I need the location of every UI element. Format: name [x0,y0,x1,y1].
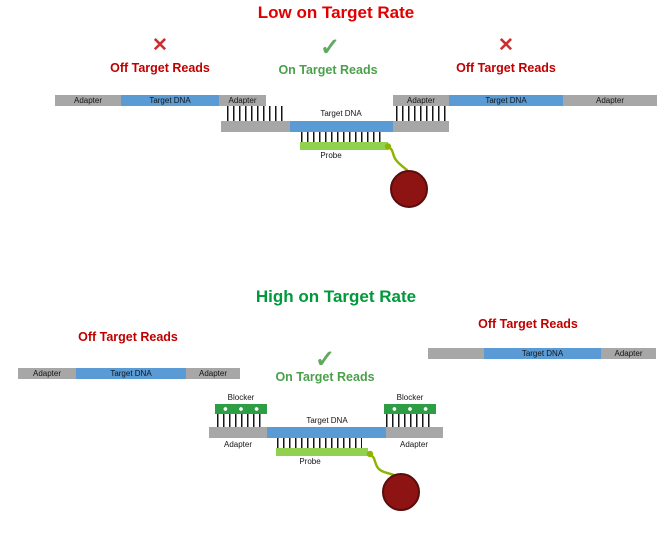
probe-bar [276,448,368,456]
blocker-bar-right [384,404,436,414]
bar-segment-adapter: Adapter [18,368,76,379]
bar-segment-adapter: Adapter [393,95,449,106]
check-icon-low: ✓ [319,34,341,61]
blocker-label-right: Blocker [396,393,424,402]
bar-segment-adapter: Adapter [601,348,656,359]
hybridization-comb-left [217,414,265,427]
bar-segment-target: Target DNA [121,95,219,106]
biotin-linker-icon [384,143,409,172]
bar-segment-adapter [428,348,484,359]
streptavidin-bead-icon [382,473,420,511]
section-title-high: High on Target Rate [255,287,417,306]
bar-segment-adapter: Adapter [55,95,121,106]
on-target-reads-label-high: On Target Reads [275,370,375,384]
dna-fragment-high-right: Target DNA Adapter [428,348,656,359]
bar-segment-target [267,427,386,438]
section-title-low: Low on Target Rate [257,3,415,22]
target-dna-label: Target DNA [320,109,362,118]
dna-fragment-low-center [221,121,449,132]
bar-segment-adapter [209,427,267,438]
off-target-reads-label-low-left: Off Target Reads [110,61,210,75]
hybridization-comb-right [386,414,434,427]
check-icon-high: ✓ [314,346,336,373]
off-target-reads-label-high-left: Off Target Reads [78,330,178,344]
off-target-reads-label-low-right: Off Target Reads [456,61,556,75]
hybridization-comb-right [396,106,446,121]
bar-segment-adapter [393,121,449,132]
dna-fragment-high-center [209,427,443,438]
target-dna-label: Target DNA [306,416,348,425]
bar-segment-adapter [221,121,290,132]
on-target-reads-label-low: On Target Reads [278,63,378,77]
dna-fragment-low-left: Adapter Target DNA Adapter [55,95,266,106]
dna-fragment-low-right: Adapter Target DNA Adapter [393,95,657,106]
bar-segment-adapter [386,427,443,438]
probe-bar [300,142,388,150]
cross-icon-low-left: ✕ [152,35,168,56]
bar-segment-target [290,121,393,132]
biotin-linker-icon [366,450,396,477]
adapter-label-left: Adapter [223,440,253,449]
blocker-bar-left [215,404,267,414]
cross-icon-low-right: ✕ [498,35,514,56]
bar-segment-target: Target DNA [484,348,601,359]
dna-fragment-high-left: Adapter Target DNA Adapter [18,368,240,379]
probe-label: Probe [299,457,321,466]
bar-segment-adapter: Adapter [219,95,266,106]
bar-segment-target: Target DNA [449,95,563,106]
bar-segment-adapter: Adapter [563,95,657,106]
bar-segment-adapter: Adapter [186,368,240,379]
off-target-reads-label-high-right: Off Target Reads [478,317,578,331]
probe-label: Probe [320,151,342,160]
probe-hybridization-comb [301,132,384,142]
blocker-label-left: Blocker [227,393,255,402]
adapter-label-right: Adapter [399,440,429,449]
hybridization-comb-left [227,106,287,121]
bar-segment-target: Target DNA [76,368,186,379]
probe-hybridization-comb [277,438,362,448]
streptavidin-bead-icon [390,170,428,208]
